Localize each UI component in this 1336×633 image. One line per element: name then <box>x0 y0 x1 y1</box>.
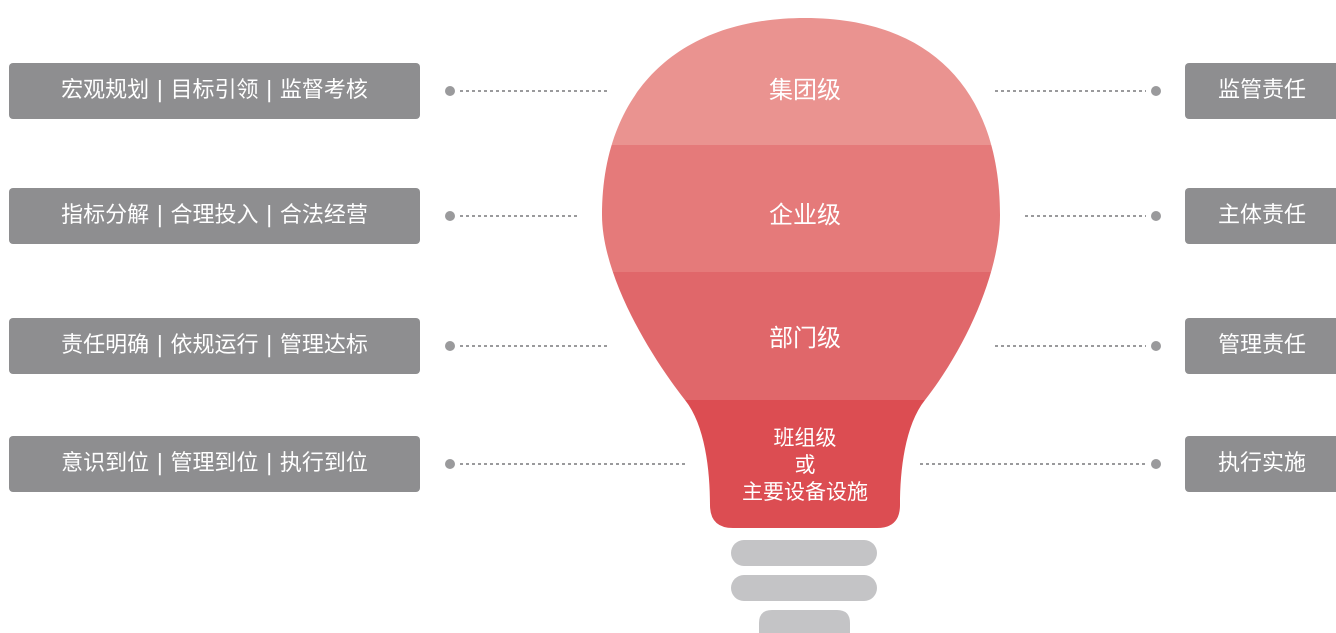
right-box-management-responsibility: 管理责任 <box>1185 318 1336 374</box>
level-label-department: 部门级 <box>769 324 841 352</box>
right-box-supervision-responsibility: 监管责任 <box>1185 63 1336 119</box>
level-label-enterprise: 企业级 <box>769 201 841 229</box>
right-box-execution: 执行实施 <box>1185 436 1336 492</box>
bulb-band-group-level <box>602 18 1000 145</box>
left-box-group-duties: 宏观规划 | 目标引领 | 监督考核 <box>9 63 420 119</box>
bulb-base-ring-2 <box>731 575 877 601</box>
bulb-band-enterprise-level <box>602 145 1000 272</box>
level-label-team-line3: 主要设备设施 <box>742 480 868 504</box>
right-connector-dot-1 <box>1151 86 1161 96</box>
bulb-base-ring-1 <box>731 540 877 566</box>
level-label-team: 班组级 或 主要设备设施 <box>685 425 925 506</box>
left-box-enterprise-duties: 指标分解 | 合理投入 | 合法经营 <box>9 188 420 244</box>
bulb-base-tip <box>759 610 850 633</box>
level-label-team-line2: 或 <box>794 453 816 477</box>
right-box-main-responsibility: 主体责任 <box>1185 188 1336 244</box>
left-connector-dot-2 <box>445 211 455 221</box>
left-box-team-duties: 意识到位 | 管理到位 | 执行到位 <box>9 436 420 492</box>
right-connector-dot-3 <box>1151 341 1161 351</box>
level-label-team-line1: 班组级 <box>773 426 837 450</box>
left-connector-dot-3 <box>445 341 455 351</box>
left-connector-dot-1 <box>445 86 455 96</box>
right-connector-dot-4 <box>1151 459 1161 469</box>
left-connector-dot-4 <box>445 459 455 469</box>
right-connector-dot-2 <box>1151 211 1161 221</box>
left-box-department-duties: 责任明确 | 依规运行 | 管理达标 <box>9 318 420 374</box>
level-label-group: 集团级 <box>769 76 841 104</box>
